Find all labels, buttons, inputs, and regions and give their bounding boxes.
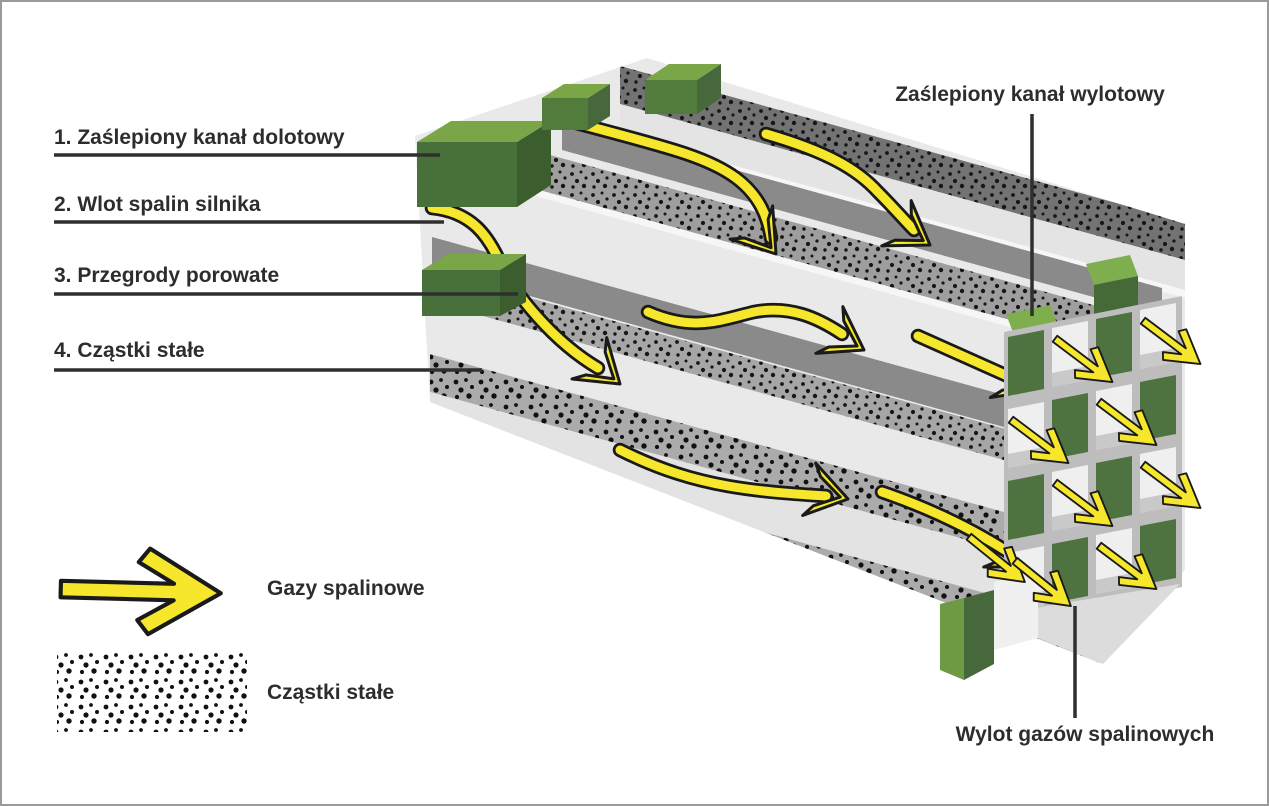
soot-wall-speckle [430,354,1062,566]
plugged-cell [1008,330,1044,396]
callouts: 1. Zaślepiony kanał dolotowy 2. Wlot spa… [54,83,1214,746]
flow-arrow [640,302,879,375]
wall-highlight [532,188,1122,358]
legend-particles-swatch [57,650,247,732]
flow-arrow [612,442,857,527]
legend: Gazy spalinowe Cząstki stałe [57,546,425,732]
inlet-plug [542,84,610,130]
label-exhaust-outlet: Wylot gazów spalinowych [956,723,1215,746]
legend-gas-arrow [60,546,222,636]
flow-arrow [758,126,947,270]
label-blocked-inlet-channel: 1. Zaślepiony kanał dolotowy [54,126,345,149]
flow-arrow [910,328,1051,416]
plugged-cell [1008,474,1044,540]
label-soot-particles: 4. Cząstki stałe [54,339,205,362]
corner-face [962,584,1180,664]
slab-top-face [422,168,1092,422]
inlet-channel-mouth [432,237,1062,443]
label-exhaust-inlet: 2. Wlot spalin silnika [54,193,261,216]
flow-arrow [874,484,1049,591]
porous-wall-speckle [532,150,1122,351]
end-face-mortar [1004,296,1182,623]
inlet-plug [422,254,526,316]
inlet-plugs [417,64,721,316]
channel-floor [620,104,1185,290]
channel-floor [430,392,1072,617]
label-porous-walls: 3. Przegrody porowate [54,264,279,287]
label-blocked-outlet-channel: Zaślepiony kanał wylotowy [895,83,1165,106]
legend-particles-label: Cząstki stałe [267,681,394,704]
front-bottom-corner [940,572,1180,680]
legend-gas-label: Gazy spalinowe [267,577,425,600]
porous-wall-speckle [620,66,1185,260]
inlet-plug [645,64,721,114]
porous-wall-speckle [425,269,1042,477]
outlet-plug-front [940,590,994,680]
flow-arrow [550,110,799,273]
inlet-plug [417,121,551,207]
open-cell [994,572,1038,650]
